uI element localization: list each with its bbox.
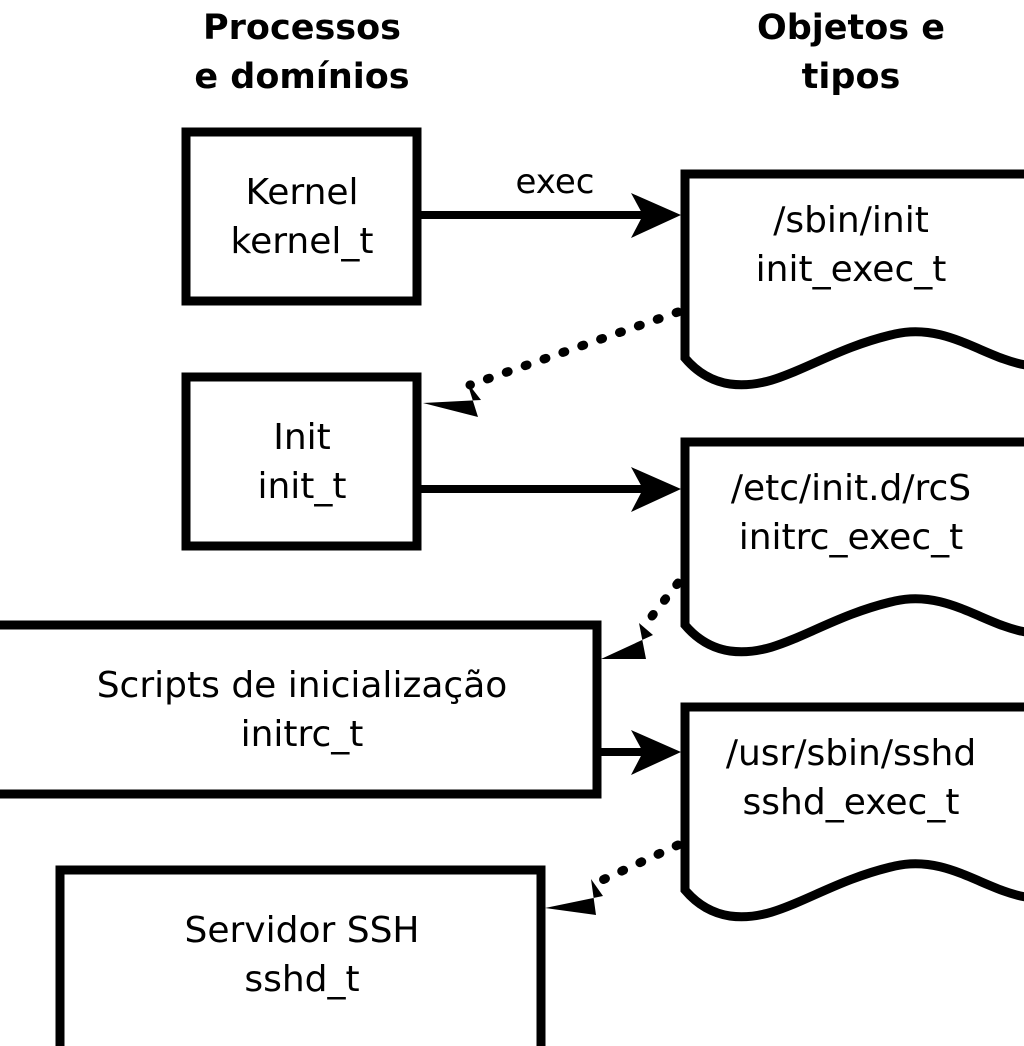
node-init[interactable]: Init init_t	[181, 372, 422, 551]
node-init-exec-line1: /sbin/init	[773, 200, 929, 241]
column-heading-processes-line1: Processos	[203, 8, 401, 48]
node-kernel-box[interactable]	[181, 127, 422, 306]
arrow-head-init-to-initrc-exec	[631, 467, 681, 512]
node-sshd-line1: Servidor SSH	[184, 910, 419, 951]
edge-label-exec: exec	[515, 162, 594, 202]
node-init-exec-document-shape[interactable]	[680, 169, 1024, 390]
edge-initrc-exec-to-initrc-line	[640, 578, 683, 630]
node-initrc-exec-line2: initrc_exec_t	[739, 517, 964, 558]
node-initrc-box[interactable]	[0, 620, 602, 799]
node-initrc-exec[interactable]: /etc/init.d/rcS initrc_exec_t	[680, 437, 1024, 657]
node-init-exec[interactable]: /sbin/init init_exec_t	[680, 169, 1024, 390]
node-sshd-exec-line1: /usr/sbin/sshd	[726, 733, 976, 774]
column-heading-processes-line2: e domínios	[194, 57, 409, 97]
node-init-box[interactable]	[181, 372, 422, 551]
node-initrc-exec-document-shape[interactable]	[680, 437, 1024, 657]
node-sshd-line2: sshd_t	[244, 959, 359, 1000]
node-init-exec-line2: init_exec_t	[756, 249, 947, 290]
node-sshd-exec-document-shape[interactable]	[680, 702, 1024, 922]
column-heading-objects-line1: Objetos e	[757, 8, 945, 48]
arrow-head-init-exec-to-init	[423, 382, 481, 417]
node-sshd[interactable]: Servidor SSH sshd_t	[55, 865, 546, 1046]
node-initrc[interactable]: Scripts de inicialização initrc_t	[0, 620, 602, 799]
column-heading-objects-line2: tipos	[802, 57, 901, 97]
node-init-line1: Init	[273, 417, 331, 458]
edge-init-exec-to-init	[423, 307, 683, 417]
edge-initrc-exec-to-initrc	[601, 578, 683, 659]
edge-init-exec-to-init-line	[465, 307, 683, 390]
node-sshd-box[interactable]	[55, 865, 546, 1046]
column-heading-processes: Processos e domínios	[194, 8, 409, 97]
edge-init-to-initrc-exec	[421, 467, 681, 512]
node-sshd-exec-line2: sshd_exec_t	[743, 782, 960, 823]
edge-sshd-exec-to-sshd	[545, 840, 683, 915]
node-sshd-exec[interactable]: /usr/sbin/sshd sshd_exec_t	[680, 702, 1024, 922]
node-initrc-line1: Scripts de inicialização	[97, 665, 508, 706]
node-init-line2: init_t	[257, 466, 346, 507]
edge-kernel-to-init-exec: exec	[421, 162, 681, 238]
column-heading-objects: Objetos e tipos	[757, 8, 945, 97]
arrow-head-initrc-to-sshd-exec	[631, 730, 681, 775]
node-initrc-exec-line1: /etc/init.d/rcS	[731, 468, 971, 509]
arrow-head-sshd-exec-to-sshd	[545, 879, 603, 915]
node-kernel[interactable]: Kernel kernel_t	[181, 127, 422, 306]
arrow-head-kernel-to-init-exec	[631, 193, 681, 238]
arrow-head-initrc-exec-to-initrc	[601, 623, 653, 659]
node-kernel-line1: Kernel	[245, 172, 358, 213]
edge-sshd-exec-to-sshd-line	[591, 840, 683, 888]
node-initrc-line2: initrc_t	[241, 714, 364, 755]
node-kernel-line2: kernel_t	[231, 221, 374, 262]
edge-initrc-to-sshd-exec	[601, 730, 681, 775]
